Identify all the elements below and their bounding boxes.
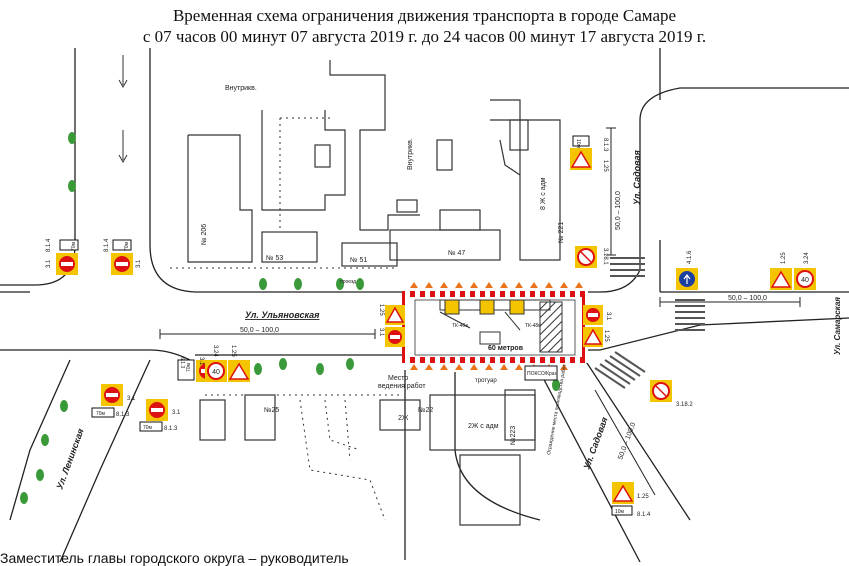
distance-plate [139,421,163,432]
road-label: проезд [340,279,356,285]
street-label: Ул. Садовая [581,415,609,471]
street-label: Ул. Самарская [833,297,842,355]
sign-code: 6.1.3 [179,357,185,368]
no-entry-sign [146,399,168,421]
speed-value: 40 [212,369,220,376]
sign-code: 3.18.2 [676,402,693,408]
building-number: № 206 [201,224,208,245]
roadwork-sign [228,360,250,382]
street-label: Внутрикв. [225,85,257,92]
sign-code: 4.1.6 [687,250,693,264]
plate-value: 70м [124,241,130,251]
no-right-turn-sign [650,380,672,402]
sign-code: 8.1.4 [637,512,651,518]
street-label: Ул. Ульяновская [245,310,320,320]
distance-plate [177,359,195,381]
crosswalk-right [610,257,705,331]
sign-code: 3.1 [136,259,142,268]
building-number: № 53 [266,255,283,262]
plate-value: 10м [615,509,625,515]
sign-code: 3.24 [804,252,810,264]
street-label: Внутрикв. [407,138,414,170]
sign-code: 8.1.3 [602,138,608,152]
no-entry-sign [56,253,78,275]
roadwork-sign [770,268,792,290]
building-label: 8 Ж с адм [540,177,547,210]
roadwork-sign [385,305,405,325]
plate-value: 70м [186,362,192,372]
work-place-label: ведения работ [378,382,426,390]
direction-sign [676,268,698,290]
distance-plate [611,505,633,516]
plate-value: 10м [575,139,581,149]
lane-arrows [118,55,128,164]
distance-label: 50,0 – 100,0 [728,295,767,302]
crane-box [524,365,558,381]
buildings [187,60,561,526]
distance-label: 50,0 – 100,0 [617,422,637,461]
speed-limit-sign [205,360,227,382]
sign-code: 3.1 [127,396,136,402]
building-number: № 221 [558,222,565,243]
title-line-2: с 07 часов 00 минут 07 августа 2019 г. д… [142,27,707,46]
plate-value: 70м [71,241,77,251]
crosswalk-lower [594,351,646,389]
sign-code: 8.1.3 [116,412,130,418]
sign-code: 3.1 [605,312,611,321]
sign-code: 3.1 [172,410,181,416]
building-number: № 47 [448,250,465,257]
distance-label: 50,0 – 100,0 [615,191,622,230]
building-number: №22 [418,407,433,414]
crane-label: ПОКСО/Кран [527,371,558,377]
no-entry-sign [111,253,133,275]
building-number: № 51 [350,257,367,264]
sidewalk-label: тротуар [475,378,497,384]
sign-code: 3.18.1 [602,248,608,265]
manhole-label: ТК-48в [525,323,541,329]
plate-value: 70м [96,411,106,417]
sign-code: 8.1.3 [164,426,178,432]
work-zone-length: 60 метров [488,345,524,352]
trees [20,132,560,504]
manhole-label: ТК-48а [452,323,468,329]
building-label: 2Ж с адм [468,423,499,430]
sign-code: 3.1 [378,328,384,337]
sign-code: 1.25 [602,160,608,172]
building-number: №25 [264,407,279,414]
distance-plate [91,407,115,418]
speed-value: 40 [801,277,809,284]
street-label: Ул. Садовая [632,150,642,205]
no-entry-sign [101,384,123,406]
footer-signature-line: Заместитель главы городского округа – ру… [0,550,349,566]
sign-code: 8.1.4 [46,238,52,252]
sign-code: 3.1 [198,357,204,366]
sign-code: 3.1 [46,259,52,268]
sign-code: 1.25 [230,345,236,357]
sign-code: 8.1.4 [104,238,110,252]
sign-code: 3.24 [212,345,218,357]
sign-code: 1.25 [378,304,384,316]
roadwork-sign [612,482,634,504]
plate-value: 70м [143,425,153,431]
building-label: 2Ж [398,415,409,422]
speed-limit-sign [794,268,816,290]
work-place-label: Место [388,375,408,382]
cone-markers [410,282,583,370]
dotted-fences [170,117,400,521]
roadwork-sign [570,135,592,170]
distance-plate [59,239,132,251]
no-entry-sign [583,305,603,325]
street-label: Ул. Ленинская [54,427,85,491]
sign-code: 1.25 [603,330,609,342]
building-number: №223 [510,426,517,445]
no-entry-sign [385,327,405,347]
dimension-lines [159,127,801,496]
roadwork-sign [583,327,603,347]
sign-code: 1.25 [781,252,787,264]
distance-label: 50,0 – 100,0 [240,327,279,334]
title-line-1: Временная схема ограничения движения тра… [172,6,677,25]
sign-code: 1.25 [637,494,649,500]
no-left-turn-sign [575,246,597,268]
